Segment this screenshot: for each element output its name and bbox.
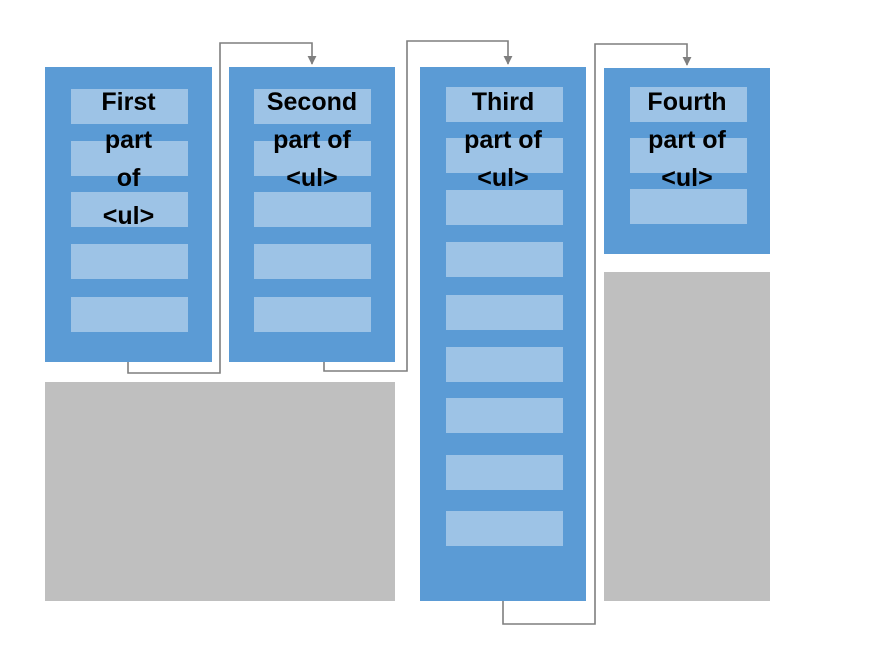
label-line: <ul> [102, 202, 155, 230]
column-second: Second part of <ul> [229, 67, 395, 362]
column-label: Fourth part of <ul> [604, 83, 770, 197]
list-item [446, 295, 563, 330]
list-item [446, 455, 563, 490]
list-item [446, 242, 563, 277]
label-line: part of [273, 126, 351, 154]
column-label: Second part of <ul> [229, 83, 395, 197]
list-item [71, 297, 188, 332]
column-label: Third part of <ul> [420, 83, 586, 197]
list-item [254, 192, 371, 227]
column-third: Third part of <ul> [420, 67, 586, 601]
list-item [446, 398, 563, 433]
column-first: First part of <ul> [45, 67, 212, 362]
gray-block-left [45, 382, 395, 601]
column-label: First part of <ul> [45, 83, 212, 235]
label-line: part [104, 126, 153, 154]
label-line: <ul> [286, 164, 338, 192]
list-item [446, 347, 563, 382]
list-item [254, 297, 371, 332]
label-line: <ul> [477, 164, 529, 192]
label-line: Third [471, 88, 535, 116]
label-line: of [116, 164, 141, 192]
label-line: Second [266, 88, 358, 116]
list-item [446, 511, 563, 546]
label-line: part of [464, 126, 542, 154]
label-line: part of [648, 126, 726, 154]
list-item [254, 244, 371, 279]
label-line: Fourth [647, 88, 727, 116]
column-fourth: Fourth part of <ul> [604, 68, 770, 254]
label-line: <ul> [661, 164, 713, 192]
gray-block-right [604, 272, 770, 601]
list-item [71, 244, 188, 279]
label-line: First [101, 88, 156, 116]
